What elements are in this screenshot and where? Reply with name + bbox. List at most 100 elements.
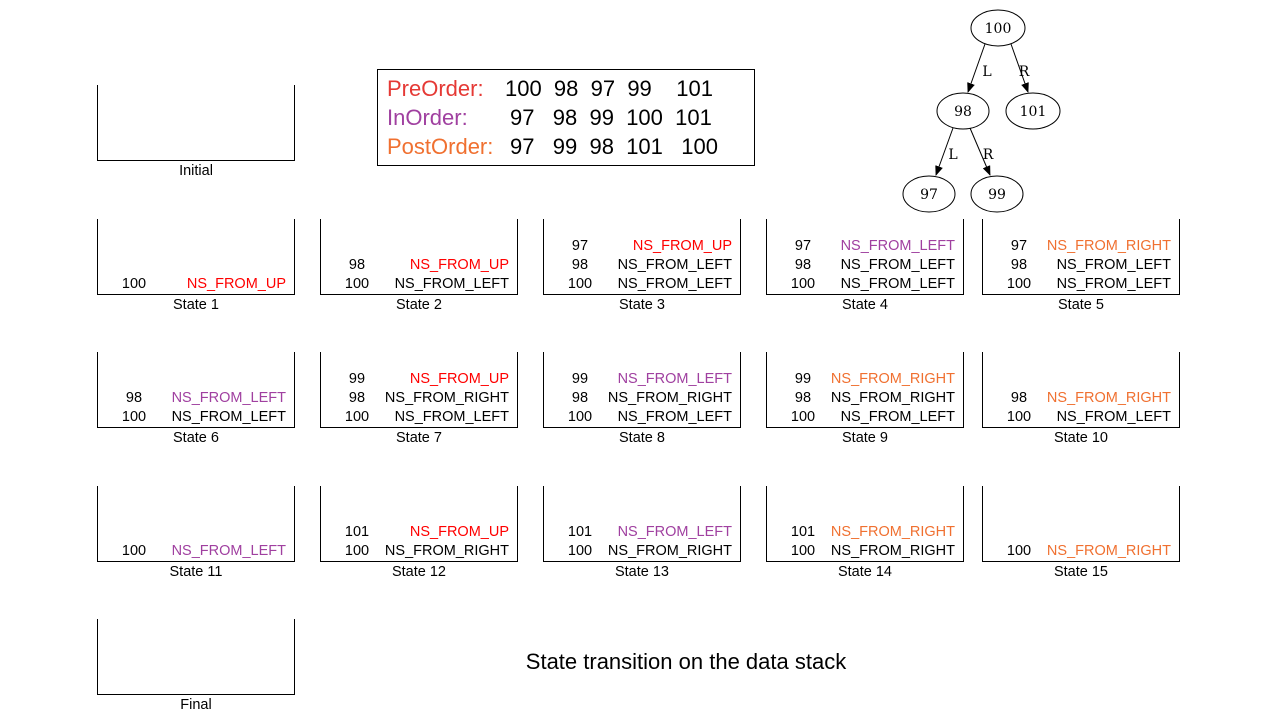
stack-entry-value: 100 [1006,409,1032,425]
stack-caption: State 15 [1053,564,1108,580]
stack-entry-state: NS_FROM_LEFT [617,409,732,425]
stack-entry-state: NS_FROM_UP [186,276,286,292]
stack-entry-state: NS_FROM_LEFT [171,409,286,425]
stack-entry-value: 100 [344,276,370,292]
stack-entry-value: 100 [1006,276,1032,292]
stack-entry-value: 99 [348,371,366,387]
stack-caption: State 2 [396,297,442,313]
stack-entry-state: NS_FROM_UP [409,257,509,273]
inorder-numbers: 97 98 99 100 101 [510,105,712,130]
stack-entry-state: NS_FROM_UP [409,371,509,387]
stack-entry-value: 100 [790,409,816,425]
stack-entry-state: NS_FROM_RIGHT [607,543,732,559]
stack-entry: 101 NS_FROM_RIGHT [767,523,963,542]
stack-entry: 100 NS_FROM_LEFT [321,408,517,427]
stack-entry-value: 97 [571,238,589,254]
stack-entry-state: NS_FROM_LEFT [840,409,955,425]
stack-entry: 98 NS_FROM_LEFT [983,256,1179,275]
stack-entry-state: NS_FROM_LEFT [394,409,509,425]
stack-entry-state: NS_FROM_LEFT [1056,276,1171,292]
stack-entry-state: NS_FROM_LEFT [840,257,955,273]
stack-entry: 97 NS_FROM_UP [544,237,740,256]
stack-entry: 98 NS_FROM_UP [321,256,517,275]
stack-caption: State 1 [173,297,219,313]
svg-text:101: 101 [1020,104,1047,120]
tree-node-98: 98 [936,92,990,130]
svg-text:97: 97 [920,187,938,203]
stack-entry-value: 98 [348,390,366,406]
stack-entry: 99 NS_FROM_UP [321,370,517,389]
stack-entry-value: 100 [567,543,593,559]
stack-entry-state: NS_FROM_UP [409,524,509,540]
stack-entry-state: NS_FROM_RIGHT [1046,238,1171,254]
postorder-numbers: 97 99 98 101 100 [510,134,718,159]
stack-caption: State 9 [842,430,888,446]
stack-entry-value: 98 [1010,257,1028,273]
stack-entry-state: NS_FROM_UP [632,238,732,254]
tree-edge-n98-n97 [935,127,954,176]
stack-entry-value: 97 [1010,238,1028,254]
stack-entry-state: NS_FROM_LEFT [840,238,955,254]
stack-entry-state: NS_FROM_RIGHT [1046,543,1171,559]
stack-entry-value: 98 [794,390,812,406]
stack-entry: 100 NS_FROM_LEFT [321,275,517,294]
stack-state-2: 100 NS_FROM_LEFT 98 NS_FROM_UP [320,219,518,295]
stack-final [97,619,295,695]
stack-entry-state: NS_FROM_LEFT [171,543,286,559]
stack-caption: Initial [179,163,213,179]
traversal-box: PreOrder: 100 98 97 99 101 InOrder: 97 9… [377,69,755,166]
stack-state-15: 100 NS_FROM_RIGHT [982,486,1180,562]
postorder-line: PostOrder: 97 99 98 101 100 [387,132,718,161]
stack-initial [97,85,295,161]
inorder-label: InOrder: [387,105,468,130]
stack-entry-value: 101 [567,524,593,540]
stack-entry: 100 NS_FROM_RIGHT [544,542,740,561]
stack-entry-state: NS_FROM_LEFT [1056,257,1171,273]
stack-entry-value: 99 [571,371,589,387]
preorder-label: PreOrder: [387,76,484,101]
stack-entry-state: NS_FROM_LEFT [394,276,509,292]
stack-caption: State 6 [173,430,219,446]
stack-entry-value: 98 [571,390,589,406]
svg-text:100: 100 [985,21,1012,37]
stack-entry-value: 98 [348,257,366,273]
stack-entry: 97 NS_FROM_RIGHT [983,237,1179,256]
tree-edge-label: R [1019,64,1030,80]
tree-edge-n100-n101 [1010,43,1029,93]
stack-entry-state: NS_FROM_RIGHT [607,390,732,406]
stack-entry-value: 101 [790,524,816,540]
stack-entry-value: 100 [1006,543,1032,559]
stack-entry-value: 100 [344,409,370,425]
stack-entry-state: NS_FROM_LEFT [1056,409,1171,425]
stack-caption: State 14 [837,564,892,580]
stack-entry-value: 97 [794,238,812,254]
stack-entry-state: NS_FROM_RIGHT [830,524,955,540]
stack-entry-value: 99 [794,371,812,387]
tree-node-100: 100 [970,9,1026,47]
stack-entry: 100 NS_FROM_LEFT [983,408,1179,427]
stack-caption: State 11 [169,564,223,580]
